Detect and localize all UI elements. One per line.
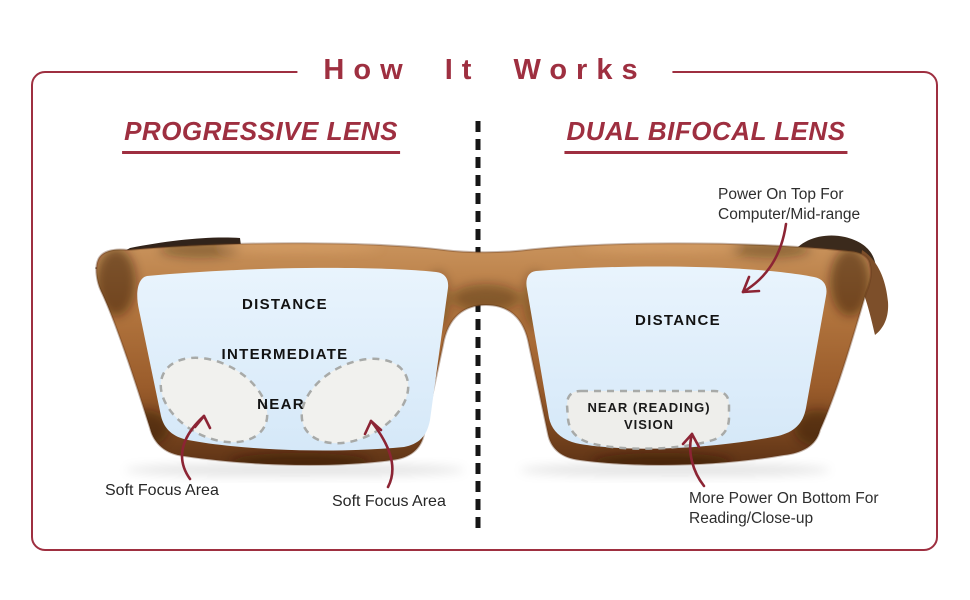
label-distance-bifocal: DISTANCE — [635, 312, 721, 329]
label-intermediate-progressive: INTERMEDIATE — [221, 346, 349, 363]
label-near-progressive: NEAR — [257, 396, 305, 413]
label-distance-progressive: DISTANCE — [242, 296, 328, 313]
arrow-power-bottom — [688, 432, 706, 488]
annotation-arrows — [180, 222, 788, 489]
annotation-more-power-bottom: More Power On Bottom For Reading/Close-u… — [689, 489, 879, 529]
caption-soft-focus-area-left: Soft Focus Area — [105, 482, 219, 499]
annotation-power-on-top: Power On Top For Computer/Mid-range — [718, 185, 860, 225]
heading-progressive-lens: PROGRESSIVE LENS — [122, 116, 400, 154]
caption-soft-focus-area-right: Soft Focus Area — [332, 493, 446, 510]
heading-dual-bifocal-lens: DUAL BIFOCAL LENS — [564, 116, 848, 154]
near-reading-vision-area — [565, 389, 731, 450]
arrow-soft-focus-right — [369, 419, 394, 489]
annotation-power-on-top-line2: Computer/Mid-range — [718, 206, 861, 223]
soft-focus-area-right-oval — [300, 357, 410, 445]
label-near-reading-line2: VISION — [623, 417, 675, 432]
annotation-power-on-top-line1: Power On Top For — [718, 186, 844, 203]
label-near-reading-vision: NEAR (READING) VISION — [587, 399, 710, 433]
arrowhead-power-bottom — [681, 432, 701, 449]
label-near-reading-line1: NEAR (READING) — [587, 400, 711, 415]
annotation-more-power-bottom-line2: Reading/Close-up — [689, 510, 814, 527]
page-title: How It Works — [297, 52, 673, 89]
arrow-power-top — [741, 222, 788, 294]
arrowhead-soft-focus-left — [193, 414, 212, 430]
arrowhead-soft-focus-right — [363, 419, 383, 436]
arrowhead-power-top — [741, 275, 761, 294]
soft-focus-area-left-oval — [159, 356, 269, 444]
glasses-shadow — [125, 463, 830, 477]
annotation-more-power-bottom-line1: More Power On Bottom For — [689, 490, 879, 507]
